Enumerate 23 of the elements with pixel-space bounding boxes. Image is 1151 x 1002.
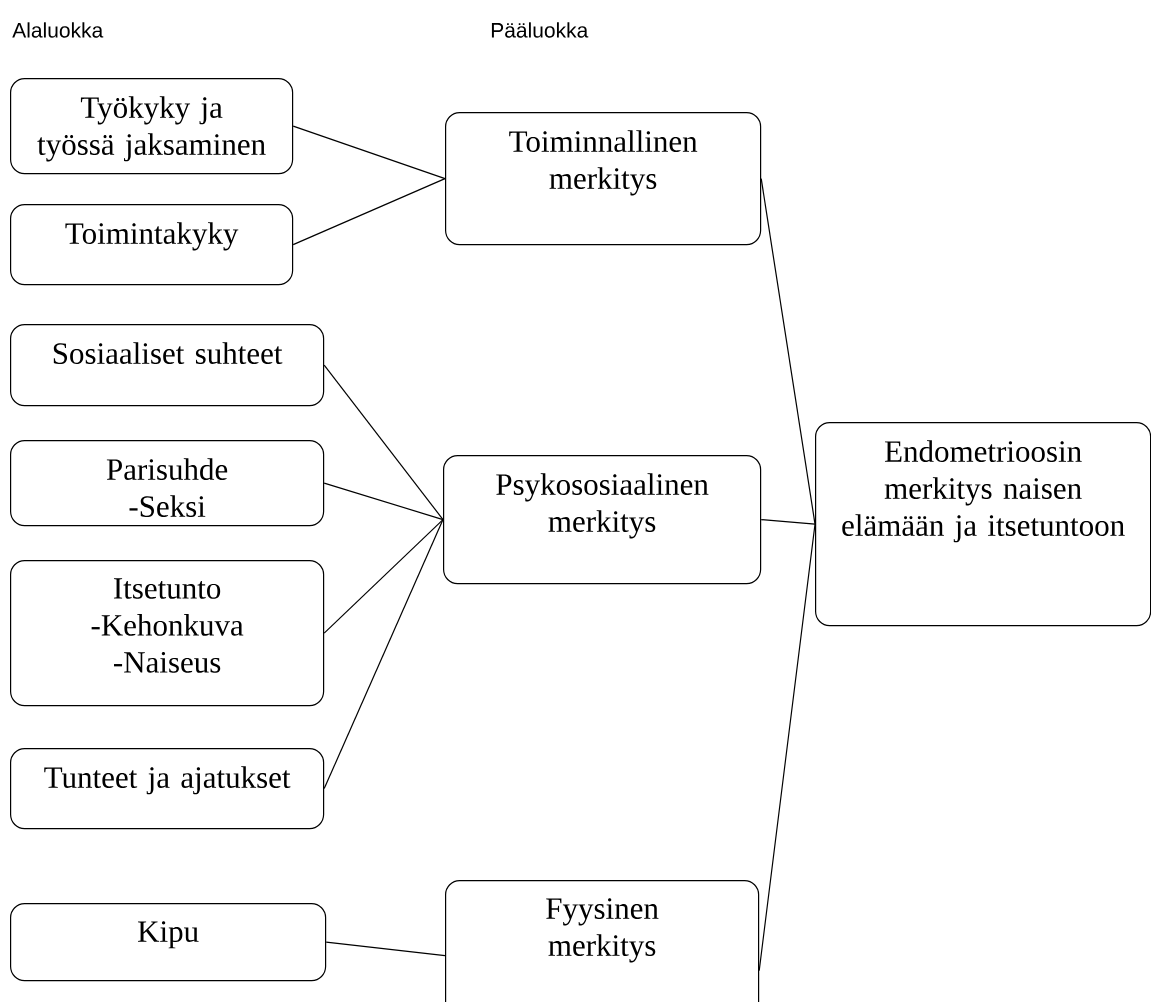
connector-line xyxy=(325,941,446,957)
connector-line xyxy=(323,519,444,634)
category-box: Työkyky ja työssä jaksaminen xyxy=(10,78,294,175)
connector-line xyxy=(323,482,444,521)
category-box: Tunteet ja ajatukset xyxy=(10,748,325,830)
category-box: Toimintakyky xyxy=(10,204,294,286)
connector-line xyxy=(760,178,816,525)
category-box: Psykososiaalinen merkitys xyxy=(443,455,762,585)
connector-line xyxy=(760,519,816,525)
connector-line xyxy=(323,519,444,790)
category-box: Fyysinen merkitys xyxy=(445,880,760,1002)
connector-line xyxy=(292,125,446,180)
column-heading: Pääluokka xyxy=(491,22,589,38)
connector-line xyxy=(758,523,816,972)
category-box: Endometrioosin merkitys naisen elämään ja itsetuntoon xyxy=(815,422,1151,627)
category-box: Toiminnallinen merkitys xyxy=(445,112,762,246)
category-box: Parisuhde -Seksi xyxy=(10,440,325,527)
connector-line xyxy=(292,178,446,246)
category-box: Sosiaaliset suhteet xyxy=(10,324,325,407)
category-box: Itsetunto -Kehonkuva -Naiseus xyxy=(10,560,325,707)
category-box: Kipu xyxy=(10,903,327,982)
connector-line xyxy=(323,364,444,521)
column-heading: Alaluokka xyxy=(12,22,104,38)
